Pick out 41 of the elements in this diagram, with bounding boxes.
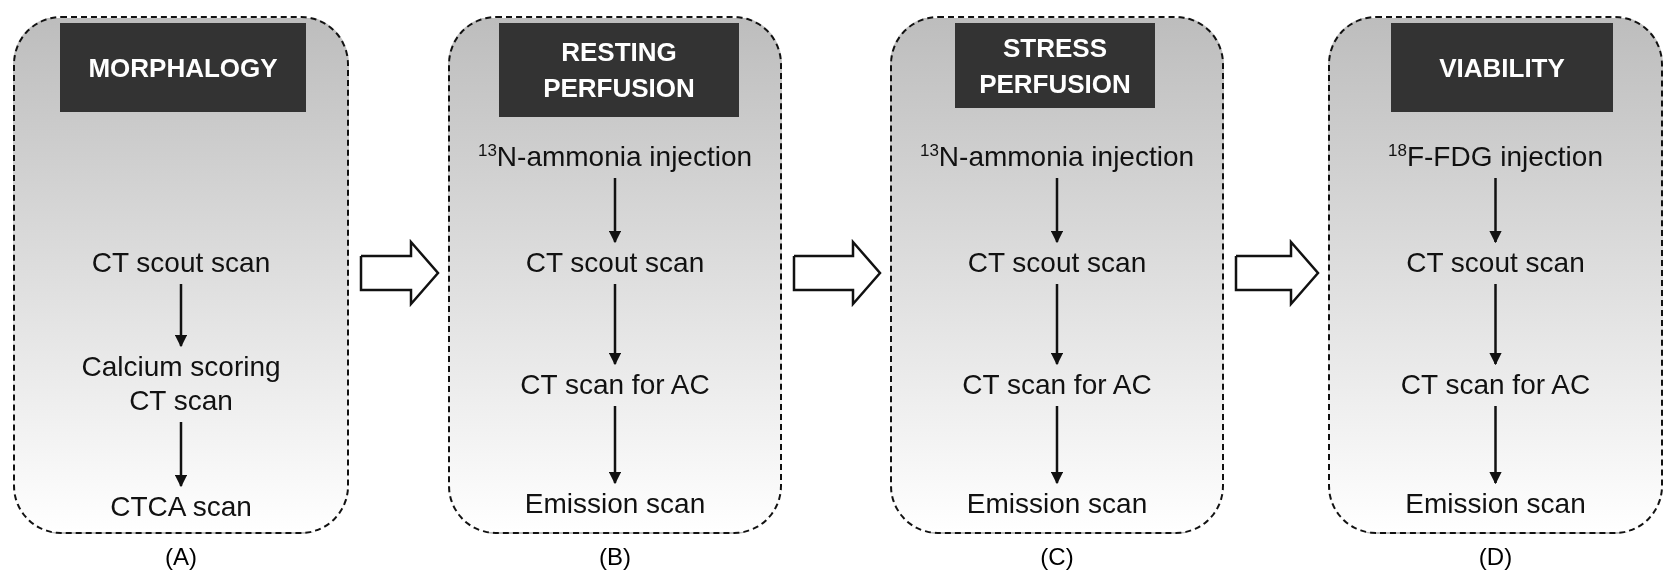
- step-text: CT scan for AC: [520, 368, 710, 402]
- arrow: [608, 406, 622, 485]
- step-text: CT scan for AC: [1400, 368, 1591, 402]
- step-text: Emission scan: [1405, 487, 1586, 521]
- block-arrow: [792, 238, 882, 308]
- arrow: [1050, 284, 1064, 366]
- arrow: [608, 284, 622, 366]
- step-text: $^{18}$F-FDG injection: [1388, 140, 1603, 174]
- panel-box: [448, 16, 782, 534]
- panel-box: [1328, 16, 1663, 534]
- step-text: Emission scan: [524, 487, 706, 521]
- header-box: STRESS PERFUSION: [955, 23, 1155, 108]
- step-text: Calcium scoring CT scan: [73, 350, 289, 418]
- panel-box: [13, 16, 349, 534]
- arrow: [608, 178, 622, 244]
- step-text: CT scan for AC: [962, 368, 1152, 402]
- arrow: [1050, 406, 1064, 485]
- step-text: CT scout scan: [1406, 246, 1585, 280]
- panel-caption: (B): [599, 543, 631, 571]
- step-text: CT scout scan: [91, 246, 271, 280]
- step-text: CT scout scan: [967, 246, 1147, 280]
- step-text: CT scout scan: [525, 246, 705, 280]
- step-text: $^{13}$N-ammonia injection: [919, 140, 1195, 174]
- panel-caption: (A): [165, 543, 197, 571]
- header-box: RESTING PERFUSION: [499, 23, 739, 117]
- step-text: $^{13}$N-ammonia injection: [477, 140, 753, 174]
- step-text: Emission scan: [966, 487, 1148, 521]
- block-arrow: [1234, 238, 1320, 308]
- block-arrow: [359, 238, 440, 308]
- header-box: MORPHALOGY: [60, 23, 306, 112]
- panel-box: [890, 16, 1224, 534]
- arrow: [174, 284, 188, 348]
- panel-caption: (C): [1040, 543, 1074, 571]
- arrow: [1489, 284, 1502, 366]
- step-text: CTCA scan: [110, 490, 252, 524]
- panel-caption: (D): [1478, 543, 1513, 571]
- header-box: VIABILITY: [1391, 23, 1613, 112]
- arrow: [1489, 178, 1502, 244]
- arrow: [174, 422, 188, 488]
- arrow: [1050, 178, 1064, 244]
- arrow: [1489, 406, 1502, 485]
